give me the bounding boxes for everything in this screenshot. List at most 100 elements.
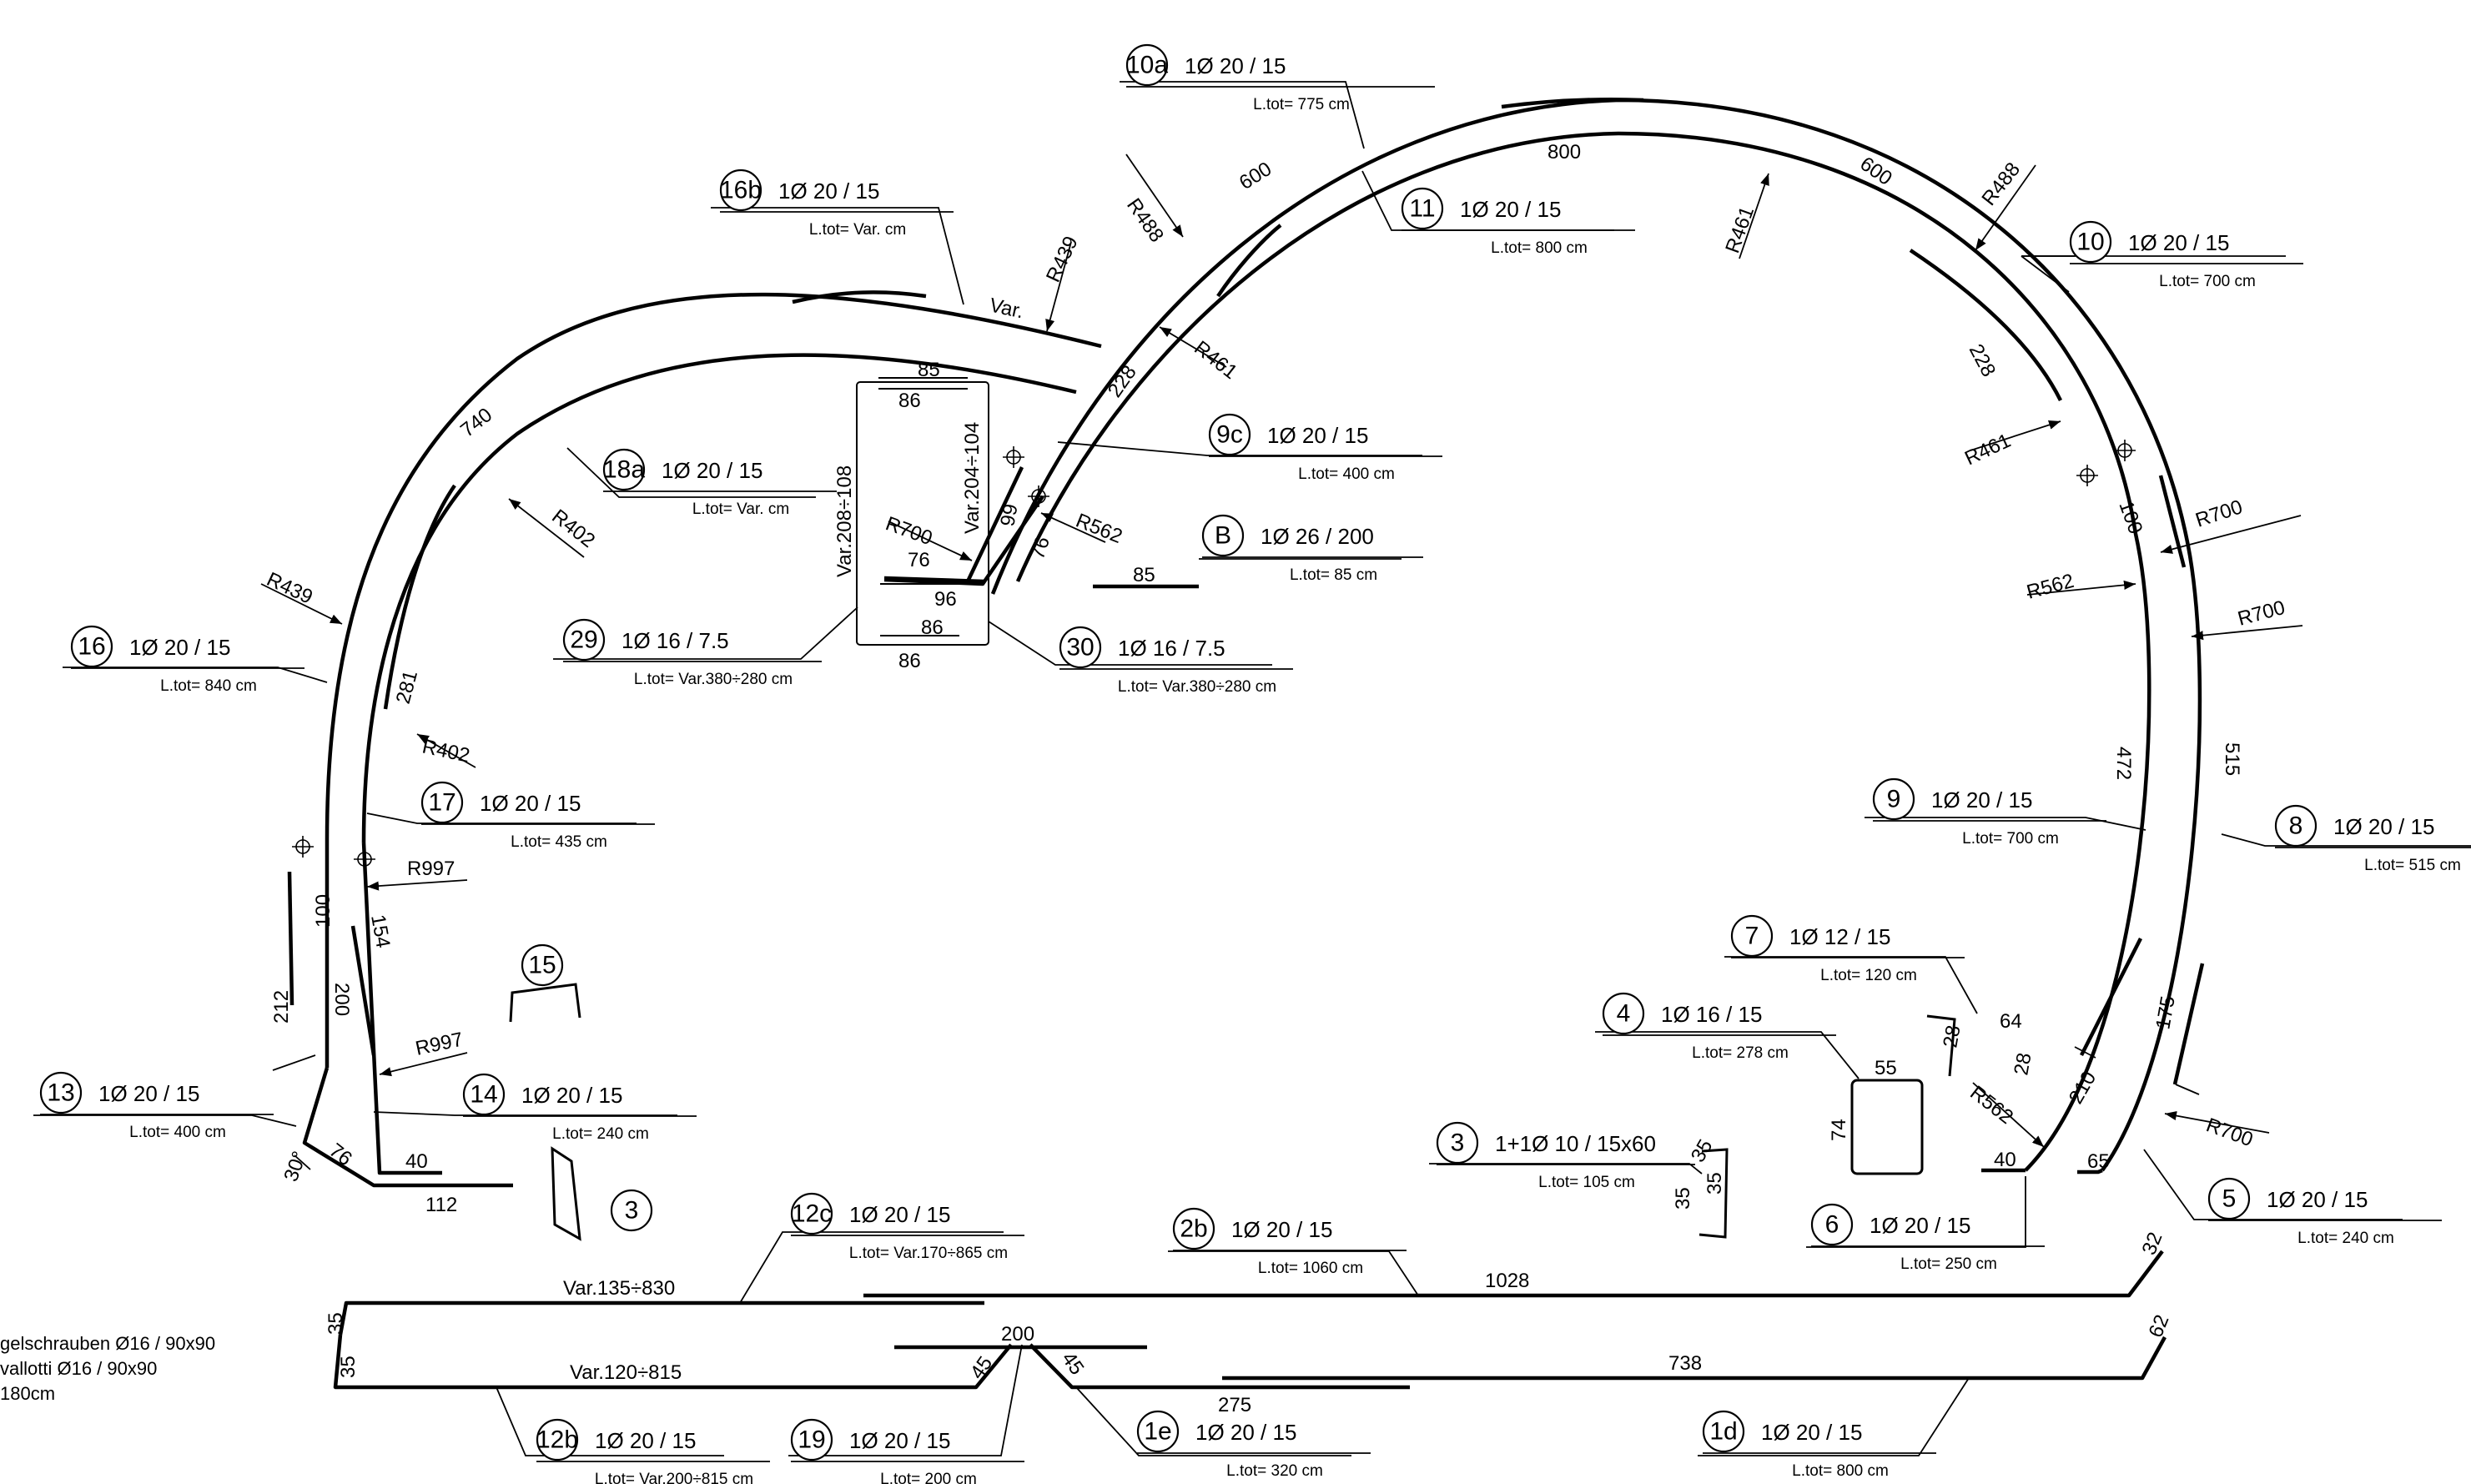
arrow-R700-right1 xyxy=(2160,515,2302,554)
rebar-spec: 1Ø 26 / 200 xyxy=(1261,524,1374,549)
position-circle xyxy=(1208,413,1251,456)
position-number: 10a xyxy=(1126,52,1168,79)
position-circle xyxy=(602,448,646,491)
dim-arc-100-right: 100 xyxy=(2114,498,2146,537)
dim-738: 738 xyxy=(1668,1352,1702,1375)
rebar-spec: 1Ø 20 / 15 xyxy=(98,1081,199,1106)
leader-2b xyxy=(1168,1250,1419,1296)
bar-13-lap xyxy=(287,871,294,1006)
bar-main-inner-arch xyxy=(1015,131,2151,1172)
arrow-R461-top xyxy=(1739,173,1769,259)
dim-arc-228-left: 228 xyxy=(1104,361,1141,401)
position-circle xyxy=(562,618,606,662)
guide-175 xyxy=(2175,1084,2200,1095)
leader-lines xyxy=(33,81,2471,1456)
dim-r562-bottom: R562 xyxy=(1965,1081,2017,1129)
legend-line-1: gelschrauben Ø16 / 90x90 xyxy=(0,1333,215,1354)
dim-200: 200 xyxy=(1001,1323,1034,1346)
position-number: 1d xyxy=(1709,1418,1737,1446)
bar-7-hook xyxy=(1926,1014,1956,1077)
dim-35-l1: 35 xyxy=(325,1312,347,1335)
dim-r562-center: R562 xyxy=(1073,510,1125,549)
position-number: 7 xyxy=(1745,923,1759,950)
arrow-R488-left xyxy=(1125,153,1184,238)
arrow-R997-bottom xyxy=(379,1052,468,1077)
rebar-spec: 1Ø 20 / 15 xyxy=(1460,197,1561,222)
dim-var-120-815: Var.120÷815 xyxy=(570,1361,682,1384)
rebar-total-length: L.tot= 700 cm xyxy=(2159,273,2256,290)
dim-r562-right: R562 xyxy=(2025,570,2076,604)
position-circle xyxy=(1602,992,1645,1035)
position-number: 13 xyxy=(47,1079,74,1107)
guide-210 xyxy=(2074,1046,2096,1059)
bar-1d xyxy=(1222,1336,2167,1381)
dim-r488-right: R488 xyxy=(1977,158,2025,210)
dim-r700-center: R700 xyxy=(883,512,935,550)
rebar-spec: 1Ø 20 / 15 xyxy=(662,458,762,483)
rebar-total-length: L.tot= 120 cm xyxy=(1820,967,1917,984)
legend-line-3: 180cm xyxy=(0,1383,55,1404)
rebar-spec: 1Ø 12 / 15 xyxy=(1789,924,1890,949)
dim-45-a: 45 xyxy=(966,1352,997,1383)
dim-76-center: 76 xyxy=(908,549,930,571)
rebar-spec: 1+1Ø 10 / 15x60 xyxy=(1495,1131,1656,1156)
arrow-R562-right xyxy=(2026,580,2136,596)
bar-5-hook xyxy=(2077,1168,2103,1175)
coupler-mark xyxy=(291,835,315,858)
rebar-spec: 1Ø 16 / 15 xyxy=(1661,1002,1762,1027)
dim-55: 55 xyxy=(1875,1057,1897,1079)
position-circle xyxy=(1702,1410,1745,1453)
rebar-spec: 1Ø 20 / 15 xyxy=(849,1428,950,1453)
mark-15-circle xyxy=(521,943,564,987)
dim-r402-top: R402 xyxy=(547,505,599,552)
bar-10-lap xyxy=(1909,249,2063,402)
bar-12c xyxy=(338,1300,984,1336)
position-circle xyxy=(719,169,762,212)
position-circle xyxy=(536,1418,579,1461)
rebar-total-length: L.tot= 85 cm xyxy=(1290,566,1377,584)
dim-var-204-104: Var.204÷104 xyxy=(961,422,984,534)
dim-30-deg: 30° xyxy=(279,1149,311,1185)
bar-right-lap-9 xyxy=(2079,937,2143,1057)
position-number: 30 xyxy=(1066,634,1094,662)
dim-62: 62 xyxy=(2145,1311,2174,1341)
dim-var-arc: Var. xyxy=(988,294,1026,323)
position-number: B xyxy=(1215,522,1231,550)
leader-29 xyxy=(553,606,858,660)
rebar-total-length: L.tot= 775 cm xyxy=(1253,96,1350,113)
position-number: 1e xyxy=(1144,1418,1171,1446)
arrow-R488-right xyxy=(1975,164,2036,251)
rebar-total-length: L.tot= 105 cm xyxy=(1538,1174,1635,1191)
position-circle xyxy=(420,781,464,824)
rebar-spec: 1Ø 20 / 15 xyxy=(1761,1420,1862,1445)
position-circle xyxy=(2274,804,2318,848)
dim-86-b1: 86 xyxy=(921,616,944,639)
rebar-total-length: L.tot= 240 cm xyxy=(552,1125,649,1143)
rebar-spec: 1Ø 20 / 15 xyxy=(1231,1217,1332,1242)
dim-arc-175: 175 xyxy=(2151,994,2180,1031)
coupler-mark xyxy=(1002,445,1025,469)
guide-212 xyxy=(272,1054,316,1071)
position-number: 4 xyxy=(1617,1000,1631,1028)
position-number: 9 xyxy=(1887,786,1901,813)
rebar-spec: 1Ø 20 / 15 xyxy=(1870,1213,1970,1238)
bar-18a-inner-arch xyxy=(361,353,1077,843)
arrow-R402-left xyxy=(416,733,476,768)
rebar-total-length: L.tot= 1060 cm xyxy=(1258,1260,1363,1277)
leader-9 xyxy=(1865,817,2146,831)
position-circle xyxy=(1401,187,1444,230)
dim-65: 65 xyxy=(2087,1150,2110,1173)
position-number: 19 xyxy=(798,1426,825,1454)
position-circle xyxy=(1436,1121,1479,1165)
leader-7 xyxy=(1724,956,1978,1014)
